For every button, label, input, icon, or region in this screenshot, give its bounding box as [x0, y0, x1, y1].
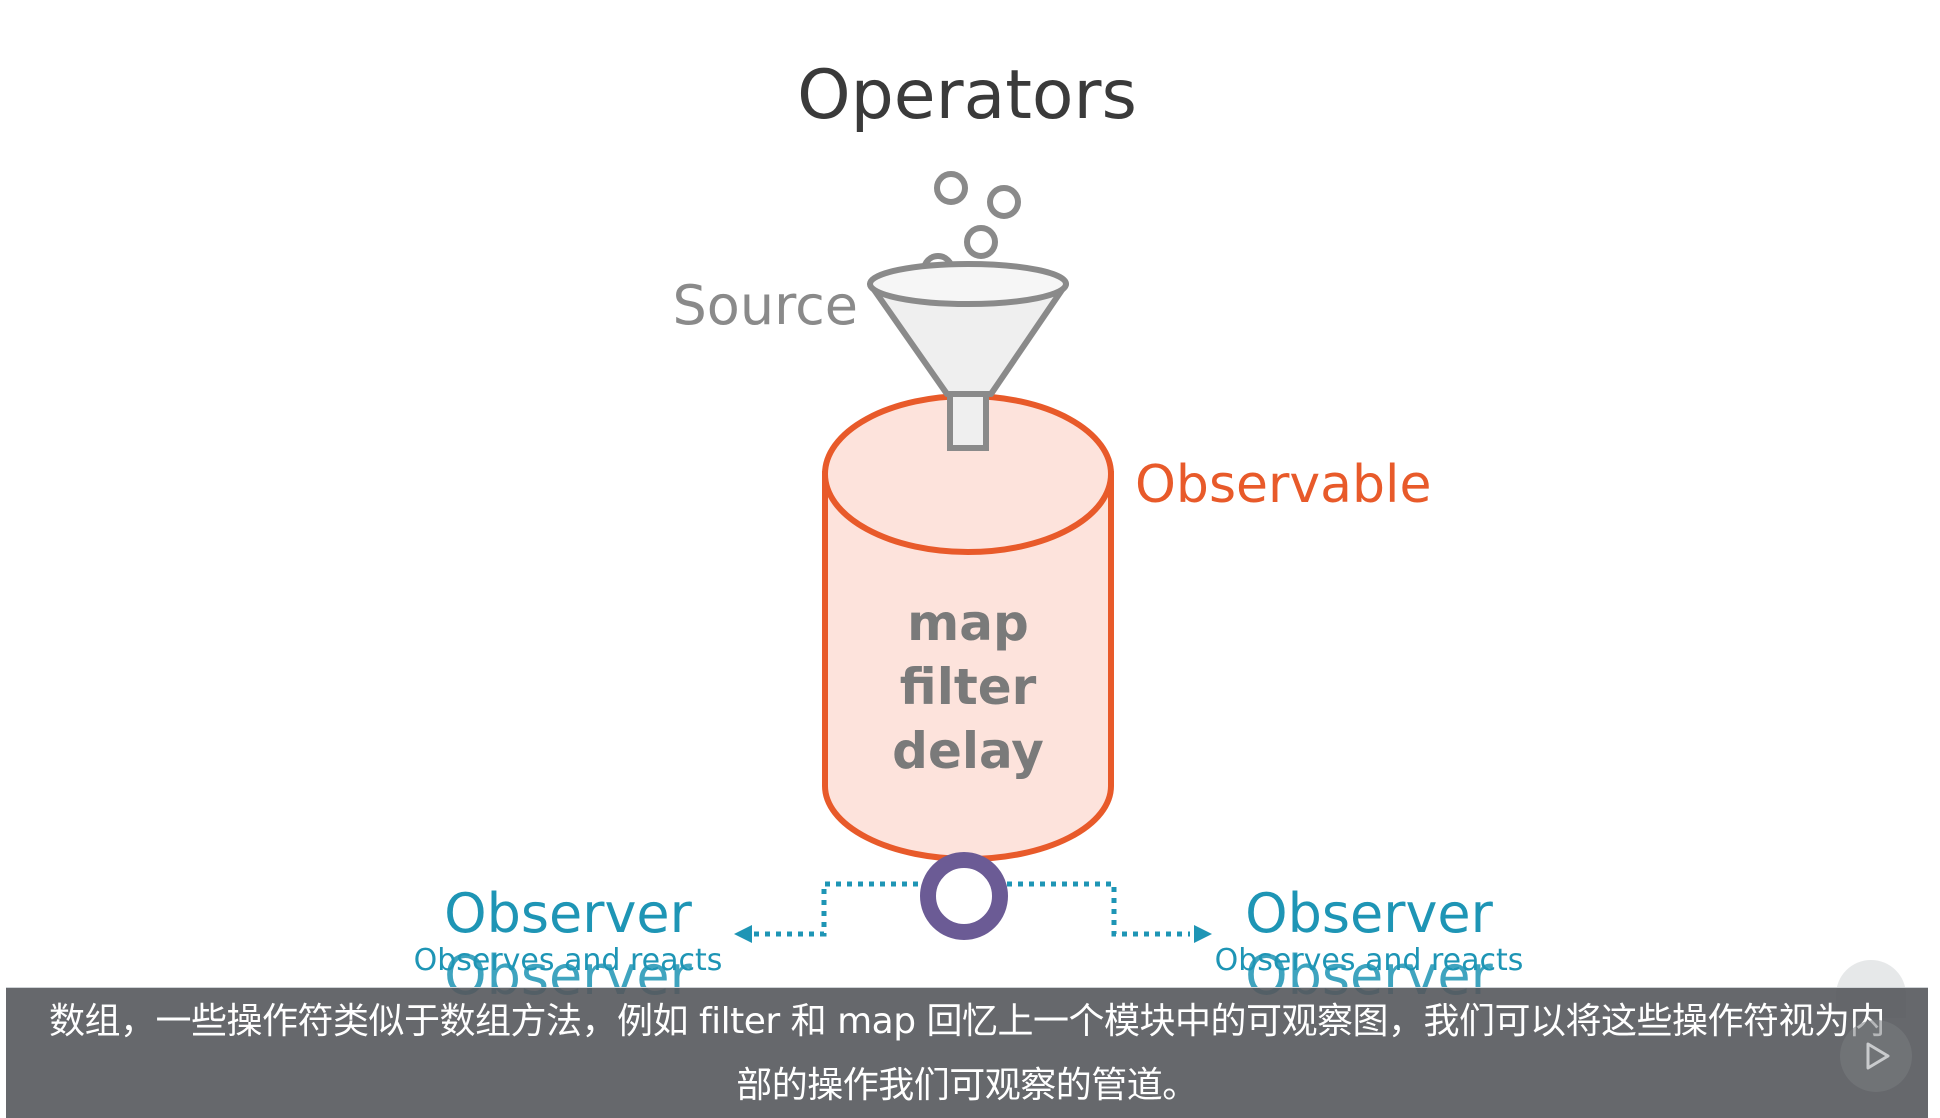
play-button[interactable] — [1840, 1020, 1912, 1092]
bubble — [964, 225, 998, 259]
observer-left-title: Observer — [444, 882, 693, 945]
arrow-left-icon — [734, 925, 752, 943]
bubble — [987, 185, 1021, 219]
connector-right — [996, 881, 1190, 937]
bubble — [934, 171, 968, 205]
connector-arrowheads — [734, 925, 1212, 943]
diagram-title: Operators — [797, 56, 1137, 135]
connector-left — [748, 881, 940, 937]
observable-label: Observable — [1135, 455, 1432, 515]
operator-delay: delay — [892, 722, 1044, 780]
observer-right-subtitle: Observes and reacts — [1215, 943, 1524, 978]
source-funnel-icon — [867, 261, 1069, 451]
subtitle-caption-bar: 数组，一些操作符类似于数组方法，例如 filter 和 map 回忆上一个模块中… — [6, 987, 1928, 1118]
observer-connectors — [748, 881, 1190, 937]
play-icon — [1866, 1042, 1890, 1070]
caption-line-1: 数组，一些操作符类似于数组方法，例如 filter 和 map 回忆上一个模块中… — [49, 1001, 1886, 1042]
subscription-ring-icon — [920, 852, 1008, 940]
observable-cylinder — [822, 393, 1114, 862]
funnel-spout — [947, 391, 989, 451]
observer-left-subtitle: Observes and reacts — [414, 943, 723, 978]
arrow-right-icon — [1194, 925, 1212, 943]
caption-line-2: 部的操作我们可观察的管道。 — [736, 1065, 1198, 1106]
operator-map: map — [907, 594, 1029, 652]
funnel-rim — [867, 261, 1069, 307]
operator-filter: filter — [900, 658, 1037, 716]
source-label: Source — [673, 274, 858, 337]
observer-right-title: Observer — [1245, 882, 1494, 945]
